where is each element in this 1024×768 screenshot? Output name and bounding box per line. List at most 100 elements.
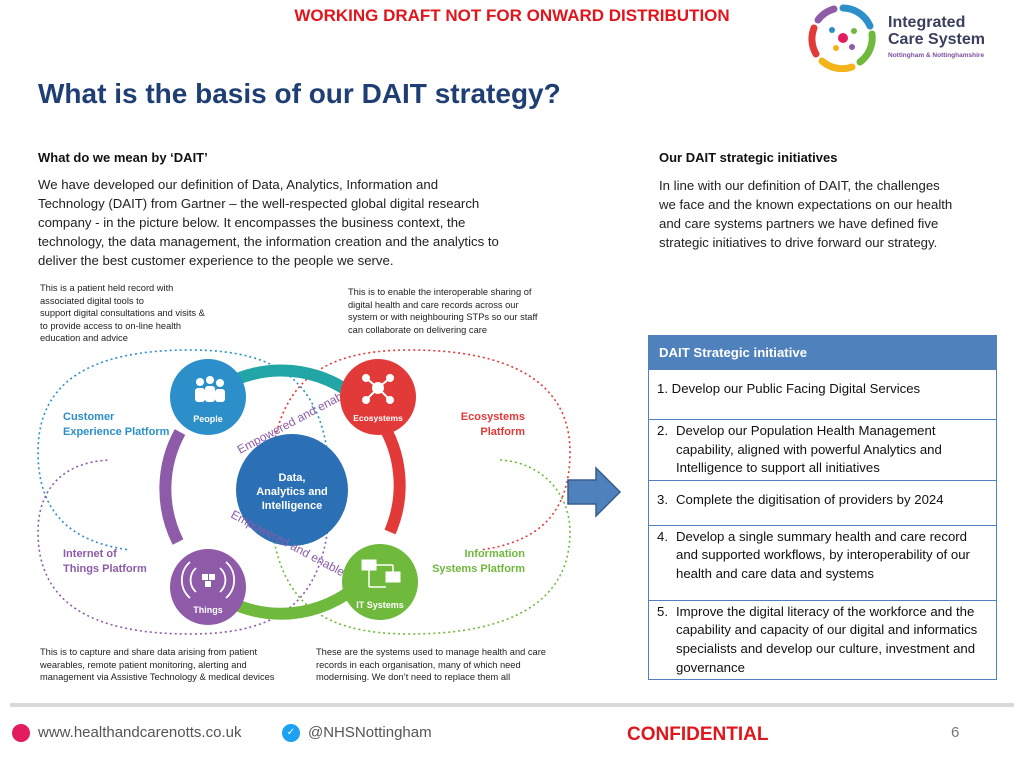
initiative-text: Improve the digital literacy of the work… bbox=[676, 603, 978, 675]
page-number: 6 bbox=[951, 724, 960, 741]
note-ecosystems-platform: This is to enable the interoperable shar… bbox=[348, 286, 537, 336]
initiative-text: Complete the digitisation of providers b… bbox=[676, 491, 944, 507]
footer-divider bbox=[10, 703, 1014, 707]
note-line: wearables, remote patient monitoring, al… bbox=[40, 659, 247, 670]
wireless-icon bbox=[180, 561, 236, 599]
info-platform-loop bbox=[269, 459, 571, 635]
dait-diagram: This is a patient held record with assoc… bbox=[30, 282, 590, 690]
initiative-text: Develop our Public Facing Digital Servic… bbox=[671, 381, 921, 396]
table-row: 2. Develop our Population Health Manageme… bbox=[648, 419, 997, 481]
centre-label-line1: Data, bbox=[279, 472, 306, 484]
paragraph-line: Technology (DAIT) from Gartner – the wel… bbox=[38, 196, 480, 211]
initiative-number: 1. bbox=[657, 381, 668, 396]
note-line: management via Assistive Technology & me… bbox=[40, 672, 275, 683]
paragraph-line: technology, the data management, the inf… bbox=[38, 234, 499, 249]
note-line: can collaborate on delivering care bbox=[348, 324, 488, 335]
note-line: This is to capture and share data arisin… bbox=[40, 647, 258, 657]
logo-title: Integrated Care System bbox=[888, 14, 985, 48]
right-arrow-icon bbox=[567, 466, 622, 518]
info-platform-label-1: Information bbox=[465, 548, 526, 560]
ecosystems-platform-label-1: Ecosystems bbox=[461, 411, 525, 423]
note-line: associated digital tools to bbox=[40, 295, 144, 306]
note-line: These are the systems used to manage hea… bbox=[316, 647, 546, 657]
note-line: support digital consultations and visits… bbox=[40, 308, 205, 319]
network-icon bbox=[362, 374, 394, 404]
logo-subtitle: Nottingham & Nottinghamshire bbox=[888, 52, 985, 59]
logo-title-line2: Care System bbox=[888, 31, 985, 48]
people-icon bbox=[195, 376, 225, 402]
ring-arc-right bbox=[374, 416, 406, 535]
table-row: 5. Improve the digital literacy of the wo… bbox=[648, 599, 997, 681]
things-node-label: Things bbox=[193, 605, 223, 615]
footer-website[interactable]: www.healthandcarenotts.co.uk bbox=[12, 724, 242, 743]
note-line: education and advice bbox=[40, 333, 128, 344]
initiative-2: 2. Develop our Population Health Manageme… bbox=[648, 419, 997, 481]
initiative-number: 5. bbox=[657, 603, 668, 619]
iot-platform-label-2: Things Platform bbox=[63, 563, 147, 575]
twitter-icon: ✓ bbox=[282, 724, 300, 743]
note-line: This is to enable the interoperable shar… bbox=[348, 287, 532, 297]
ecosystems-platform-loop bbox=[269, 349, 571, 551]
footer-twitter[interactable]: ✓ @NHSNottingham bbox=[282, 724, 432, 743]
centre-circle bbox=[236, 434, 348, 546]
note-line: This is a patient held record with bbox=[40, 283, 174, 293]
computers-icon bbox=[361, 559, 401, 588]
paragraph-line: company - in the picture below. It encom… bbox=[38, 215, 466, 230]
initiative-4: 4. Develop a single summary health and ca… bbox=[648, 524, 997, 601]
ecosystems-node-label: Ecosystems bbox=[353, 413, 403, 423]
initiatives-heading: Our DAIT strategic initiatives bbox=[659, 150, 838, 165]
initiative-text: Develop our Population Health Management… bbox=[676, 423, 942, 476]
web-icon bbox=[12, 724, 30, 743]
initiative-number: 3. bbox=[657, 491, 668, 507]
table-row: 4. Develop a single summary health and ca… bbox=[648, 524, 997, 601]
paragraph-line: we face and the known expectations on ou… bbox=[659, 197, 953, 212]
note-line: digital health and care records across o… bbox=[348, 299, 519, 310]
footer-website-text[interactable]: www.healthandcarenotts.co.uk bbox=[38, 724, 242, 741]
table-row: 3. Complete the digitisation of providers… bbox=[648, 479, 997, 526]
dait-definition-heading: What do we mean by ‘DAIT’ bbox=[38, 150, 208, 165]
table-row: 1. Develop our Public Facing Digital Ser… bbox=[648, 369, 997, 420]
customer-platform-label-2: Experience Platform bbox=[63, 426, 170, 438]
note-line: modernising. We don’t need to replace th… bbox=[316, 672, 511, 683]
customer-platform-loop bbox=[37, 349, 331, 551]
note-info-platform: These are the systems used to manage hea… bbox=[316, 646, 546, 684]
draft-banner-text: WORKING DRAFT NOT FOR ONWARD DISTRIBUTIO… bbox=[294, 6, 730, 25]
ring-arc-left bbox=[159, 429, 186, 545]
customer-platform-label-1: Customer bbox=[63, 411, 115, 423]
centre-label-line3: Intelligence bbox=[262, 500, 323, 512]
note-line: to provide access to on-line health bbox=[40, 320, 182, 331]
paragraph-line: strategic initiatives to drive forward o… bbox=[659, 235, 938, 250]
centre-label-line2: Analytics and bbox=[256, 486, 328, 498]
initiative-1: 1. Develop our Public Facing Digital Ser… bbox=[648, 369, 997, 420]
info-platform-label-2: Systems Platform bbox=[432, 563, 525, 575]
note-line: system or with neighbouring STPs so our … bbox=[348, 312, 538, 323]
people-node-label: People bbox=[193, 414, 223, 424]
initiative-3: 3. Complete the digitisation of providers… bbox=[648, 479, 997, 526]
initiative-number: 4. bbox=[657, 528, 668, 544]
initiative-text: Develop a single summary health and care… bbox=[676, 528, 970, 581]
iot-platform-loop bbox=[37, 459, 331, 635]
note-customer-platform: This is a patient held record with assoc… bbox=[40, 282, 205, 345]
table-header: DAIT Strategic initiative bbox=[648, 335, 997, 370]
confidential-label: CONFIDENTIAL bbox=[627, 724, 769, 745]
initiative-5: 5. Improve the digital literacy of the wo… bbox=[648, 599, 997, 681]
initiative-number: 2. bbox=[657, 423, 668, 438]
initiatives-paragraph: In line with our definition of DAIT, the… bbox=[659, 176, 1004, 252]
iot-platform-label-1: Internet of bbox=[63, 548, 117, 560]
ics-logo: Integrated Care System Nottingham & Nott… bbox=[808, 4, 1018, 73]
note-line: records in each organisation, many of wh… bbox=[316, 659, 521, 670]
dait-definition-paragraph: We have developed our definition of Data… bbox=[38, 175, 583, 270]
logo-title-line1: Integrated bbox=[888, 14, 966, 31]
it-systems-node-label: IT Systems bbox=[356, 600, 404, 610]
paragraph-line: deliver the best customer experience to … bbox=[38, 253, 394, 268]
footer-twitter-text[interactable]: @NHSNottingham bbox=[308, 724, 432, 741]
dait-wheel: Data, Analytics and Intelligence Empower… bbox=[37, 349, 571, 635]
paragraph-line: and care systems partners we have define… bbox=[659, 216, 939, 231]
paragraph-line: We have developed our definition of Data… bbox=[38, 177, 439, 192]
page-title: What is the basis of our DAIT strategy? bbox=[38, 78, 561, 109]
paragraph-line: In line with our definition of DAIT, the… bbox=[659, 178, 940, 193]
draft-banner: WORKING DRAFT NOT FOR ONWARD DISTRIBUTIO… bbox=[0, 6, 1024, 26]
it-systems-node bbox=[342, 544, 418, 620]
table-header-row: DAIT Strategic initiative bbox=[648, 335, 997, 370]
initiatives-table: DAIT Strategic initiative 1. Develop our… bbox=[648, 335, 997, 681]
